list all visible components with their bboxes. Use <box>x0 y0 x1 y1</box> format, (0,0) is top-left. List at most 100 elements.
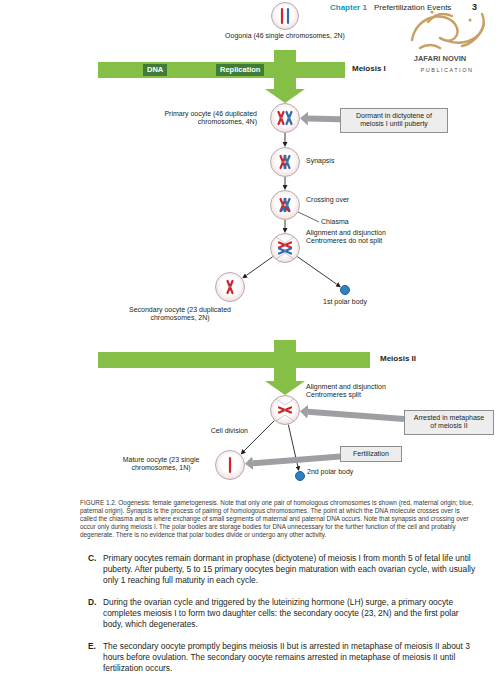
phase-label: Meiosis II <box>378 353 418 365</box>
connector-arrow <box>308 116 340 123</box>
cell-label: 2nd polar body <box>307 468 377 476</box>
chromosome-arm <box>279 112 284 124</box>
item-letter: E. <box>88 641 103 651</box>
note-text: Arrested in metaphase of meiosis II <box>410 414 488 431</box>
cell-membrane <box>271 148 300 177</box>
cell-outline <box>270 395 300 425</box>
chromosome-arm <box>279 249 291 254</box>
chromosome-arm <box>229 458 231 472</box>
chromosome <box>228 281 233 293</box>
cell-label: Primary oocyte (46 duplicated chromosome… <box>137 110 257 127</box>
band-label: Replication <box>216 64 264 76</box>
cell-label: Alignment and disjunction Centromeres sp… <box>306 383 398 400</box>
centromere <box>284 409 286 411</box>
note-box: Fertilization <box>340 446 402 462</box>
logo-swirl <box>428 14 452 22</box>
cell-circle: Synapsis <box>270 147 300 177</box>
centromere <box>284 250 286 252</box>
item-letter: D. <box>88 597 103 607</box>
cell-circle: Mature oocyte (23 single chromosomes, 1N… <box>215 450 245 480</box>
chromosome-arm <box>279 112 284 124</box>
connector-arrow <box>285 177 286 185</box>
phase-label: Meiosis I <box>352 64 398 74</box>
chromosome-arm <box>228 281 233 293</box>
connector-arrow <box>308 412 404 419</box>
connector-arrow <box>285 133 286 142</box>
cell-label: Alignment and disjunction Centromeres do… <box>306 229 416 246</box>
cell-outline <box>270 233 300 263</box>
cell-circle: Secondary oocyte (23 duplicated chromoso… <box>215 272 245 302</box>
connector-arrow <box>246 257 272 276</box>
chromosome-arm <box>286 208 289 211</box>
cell-label: Secondary oocyte (23 duplicated chromoso… <box>115 306 245 323</box>
cell-circle: Alignment and disjunction Centromeres sp… <box>270 395 300 425</box>
connector-arrow <box>244 421 274 451</box>
cell-membrane <box>271 104 300 133</box>
chromosome-set <box>276 237 294 259</box>
phase-band: DNAReplication <box>98 62 345 78</box>
centromere <box>284 244 286 246</box>
chromosome-arm <box>285 199 290 211</box>
chromosome <box>285 156 290 168</box>
connector-arrow <box>253 457 340 464</box>
spindle-fiber <box>276 399 285 405</box>
chromosome <box>287 112 292 124</box>
chromosome-arm <box>281 9 283 23</box>
chromosome-arm <box>281 208 284 211</box>
centromere <box>288 117 290 119</box>
cell-outline <box>270 103 300 133</box>
chromosome-arm <box>279 243 291 248</box>
body-paragraph: Primary oocytes remain dormant in propha… <box>103 553 477 586</box>
cell-membrane <box>271 191 300 220</box>
cell-circle: Oogonia (46 single chromosomes, 2N) <box>271 2 299 30</box>
spindle-fiber <box>285 399 294 405</box>
logo-swirl <box>420 45 440 48</box>
chromosome-arm <box>285 156 290 168</box>
cell-outline <box>295 471 305 481</box>
chromosome-arm <box>287 112 292 124</box>
cell-outline <box>271 2 299 30</box>
publisher-logo <box>412 10 484 48</box>
polar-body-dot <box>341 286 350 295</box>
cell-membrane <box>271 396 300 425</box>
figure-caption: FIGURE 1.2. Oogenesis: female gametogene… <box>80 499 478 539</box>
chromosome-set <box>282 9 288 23</box>
cell-outline <box>215 272 245 302</box>
logo-swirl <box>412 17 458 41</box>
spindle-fiber <box>285 415 294 421</box>
step-label: Cell division <box>188 427 248 435</box>
connector-arrow <box>274 368 296 381</box>
chromosome-arm <box>279 249 291 254</box>
chapter-label: Chapter 1 <box>330 3 376 13</box>
centromere <box>282 204 284 206</box>
phase-band: Meiosis II <box>98 352 370 368</box>
spindle-fiber <box>276 415 285 421</box>
cell-circle: Primary oocyte (46 duplicated chromosome… <box>270 103 300 133</box>
centromere <box>286 161 288 163</box>
cell-outline <box>340 285 350 295</box>
chromosome-arm <box>285 156 290 168</box>
logo-dot <box>468 18 471 21</box>
cell-outline <box>270 147 300 177</box>
cell-membrane <box>216 451 245 480</box>
polar-body: 2nd polar body <box>295 471 305 481</box>
cell-outline <box>215 450 245 480</box>
chromosome-set <box>228 281 233 293</box>
connector-arrow <box>285 220 286 228</box>
note-text: Fertilization <box>346 450 396 458</box>
part-label: Chiasma <box>321 218 361 226</box>
centromere <box>229 286 231 288</box>
body-paragraph: The secondary oocyte promptly begins mei… <box>103 641 477 674</box>
chapter-title: Prefertilization Events <box>374 3 468 13</box>
cell-outline <box>270 190 300 220</box>
chromosome-set <box>281 199 290 211</box>
chromosome-set <box>281 156 290 168</box>
chromosome-arm <box>287 9 289 23</box>
cell-circle: Crossing over <box>270 190 300 220</box>
chromosome <box>279 249 291 254</box>
cell-label: Mature oocyte (23 single chromosomes, 1N… <box>113 456 209 473</box>
note-box: Arrested in metaphase of meiosis II <box>404 410 494 435</box>
watermark: JAFARI NOVIN <box>388 54 492 63</box>
